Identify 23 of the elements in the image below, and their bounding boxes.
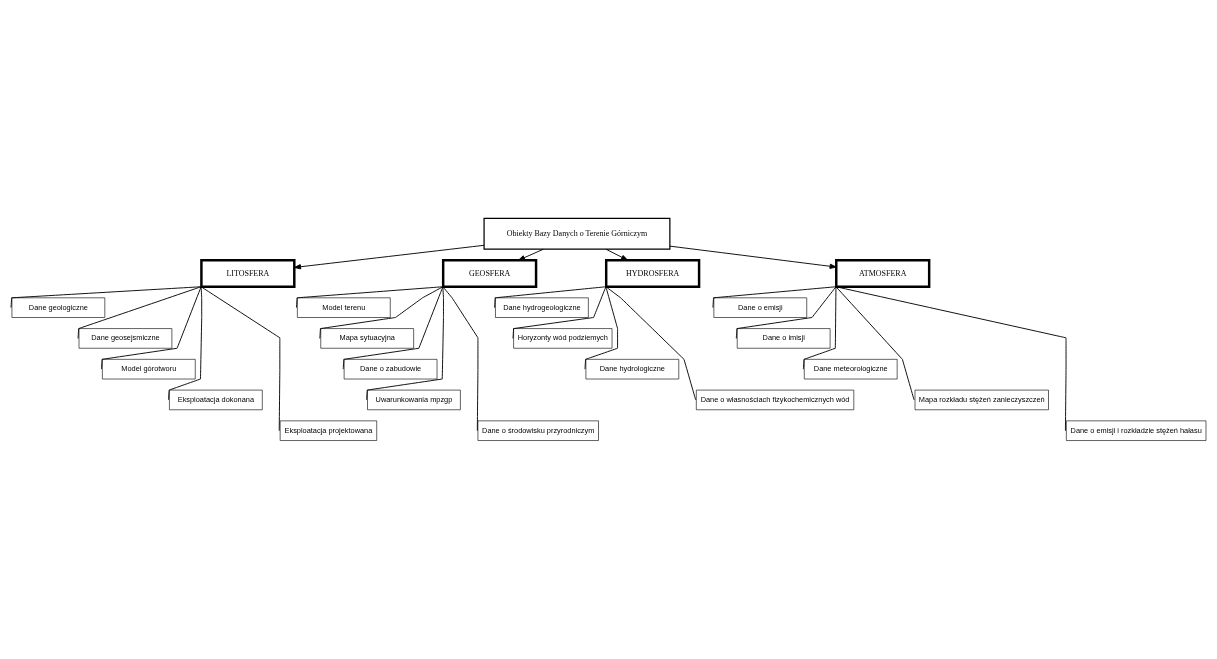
connector: [802, 286, 837, 370]
connector: [512, 286, 607, 339]
connector: [10, 286, 202, 309]
connector: [735, 286, 837, 339]
connector: [342, 286, 444, 370]
connector: [712, 286, 837, 309]
connector: [296, 286, 444, 309]
arrow: [669, 245, 837, 269]
connector: [200, 286, 281, 432]
connector: [494, 286, 607, 309]
connector: [101, 286, 202, 370]
connector: [584, 286, 619, 370]
arrow: [293, 244, 485, 270]
connector: [605, 286, 697, 401]
arrow: [605, 248, 629, 261]
connector: [835, 286, 1067, 432]
connector: [442, 286, 479, 432]
connector: [168, 286, 203, 401]
arrow: [518, 248, 544, 261]
connector: [319, 286, 444, 339]
connector: [366, 286, 444, 401]
connector: [835, 286, 915, 401]
connector: [77, 286, 202, 339]
